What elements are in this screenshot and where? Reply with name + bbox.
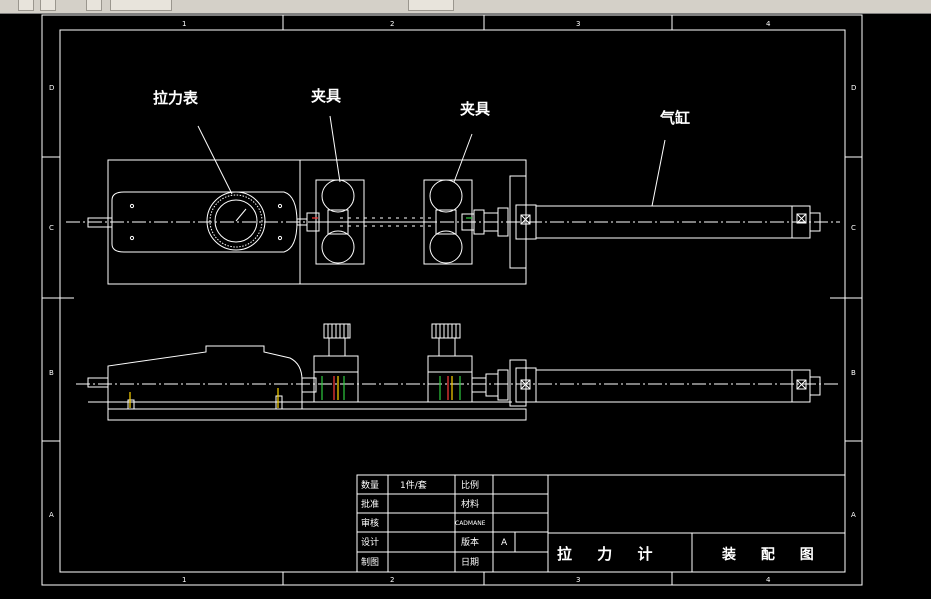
outer-border [41, 14, 863, 586]
clamp-2-front [427, 323, 473, 403]
layer-icon[interactable] [86, 0, 102, 11]
tb-material-label: 材料 [461, 498, 479, 510]
cad-toolbar [0, 0, 931, 14]
tb-company: CADMANE [455, 520, 486, 527]
gauge-body-side [107, 345, 303, 409]
tb-approve-label: 批准 [361, 498, 379, 510]
callout-clamp-1: 夹具 [311, 87, 341, 105]
leader-clamp2 [453, 133, 473, 183]
print-icon[interactable] [40, 0, 56, 11]
zone-row-a-right: A [851, 511, 856, 519]
cylinder-mount [509, 175, 527, 269]
zone-col-4-top: 4 [766, 20, 771, 28]
colored-details [129, 217, 472, 408]
tb-scale-label: 比例 [461, 479, 479, 491]
clamp-2 [423, 179, 473, 265]
zone-col-1-top: 1 [182, 20, 186, 28]
leader-clamp1 [329, 115, 341, 183]
tb-drafter-label: 制图 [361, 556, 379, 568]
top-view [66, 159, 840, 285]
layer-dropdown[interactable] [110, 0, 172, 11]
zone-row-d-right: D [851, 84, 856, 92]
air-cylinder-top [535, 205, 821, 239]
tb-quantity-value: 1件/套 [400, 479, 427, 491]
leader-gauge [197, 125, 233, 195]
zone-col-2-bottom: 2 [390, 576, 394, 584]
save-icon[interactable] [18, 0, 34, 11]
cylinder-mount-front [509, 359, 527, 407]
layer-state-icon[interactable] [408, 0, 454, 11]
tb-version-value: A [501, 538, 508, 548]
callout-cylinder: 气缸 [659, 109, 690, 127]
cad-drawing: 1 2 3 4 1 2 3 4 D C B A D C B A [41, 14, 863, 586]
title-block [356, 474, 846, 573]
tb-version-label: 版本 [461, 536, 479, 548]
zone-col-2-top: 2 [390, 20, 394, 28]
clamp-1-front [313, 323, 359, 403]
zone-row-a-left: A [49, 511, 54, 519]
inner-border [59, 29, 846, 573]
drawing-name: 拉 力 计 [557, 545, 662, 563]
zone-row-c-right: C [851, 224, 856, 232]
zone-col-1-bottom: 1 [182, 576, 186, 584]
zone-col-3-bottom: 3 [576, 576, 580, 584]
callout-gauge: 拉力表 [153, 89, 199, 107]
callout-clamp-2: 夹具 [460, 100, 490, 118]
tb-date-label: 日期 [461, 557, 479, 568]
drawing-type: 装 配 图 [721, 546, 824, 563]
zone-row-b-left: B [49, 369, 54, 377]
zone-col-4-bottom: 4 [766, 576, 771, 584]
leader-cylinder [651, 139, 666, 207]
front-view [76, 323, 840, 421]
air-cylinder-front [535, 369, 821, 403]
gauge-dial [206, 191, 266, 251]
tb-quantity-label: 数量 [361, 479, 379, 491]
zone-row-c-left: C [49, 224, 54, 232]
zone-col-3-top: 3 [576, 20, 580, 28]
tb-design-label: 设计 [361, 536, 379, 548]
zone-row-b-right: B [851, 369, 856, 377]
zone-row-d-left: D [49, 84, 54, 92]
tb-review-label: 审核 [361, 517, 379, 529]
base-plate-front [107, 408, 527, 421]
